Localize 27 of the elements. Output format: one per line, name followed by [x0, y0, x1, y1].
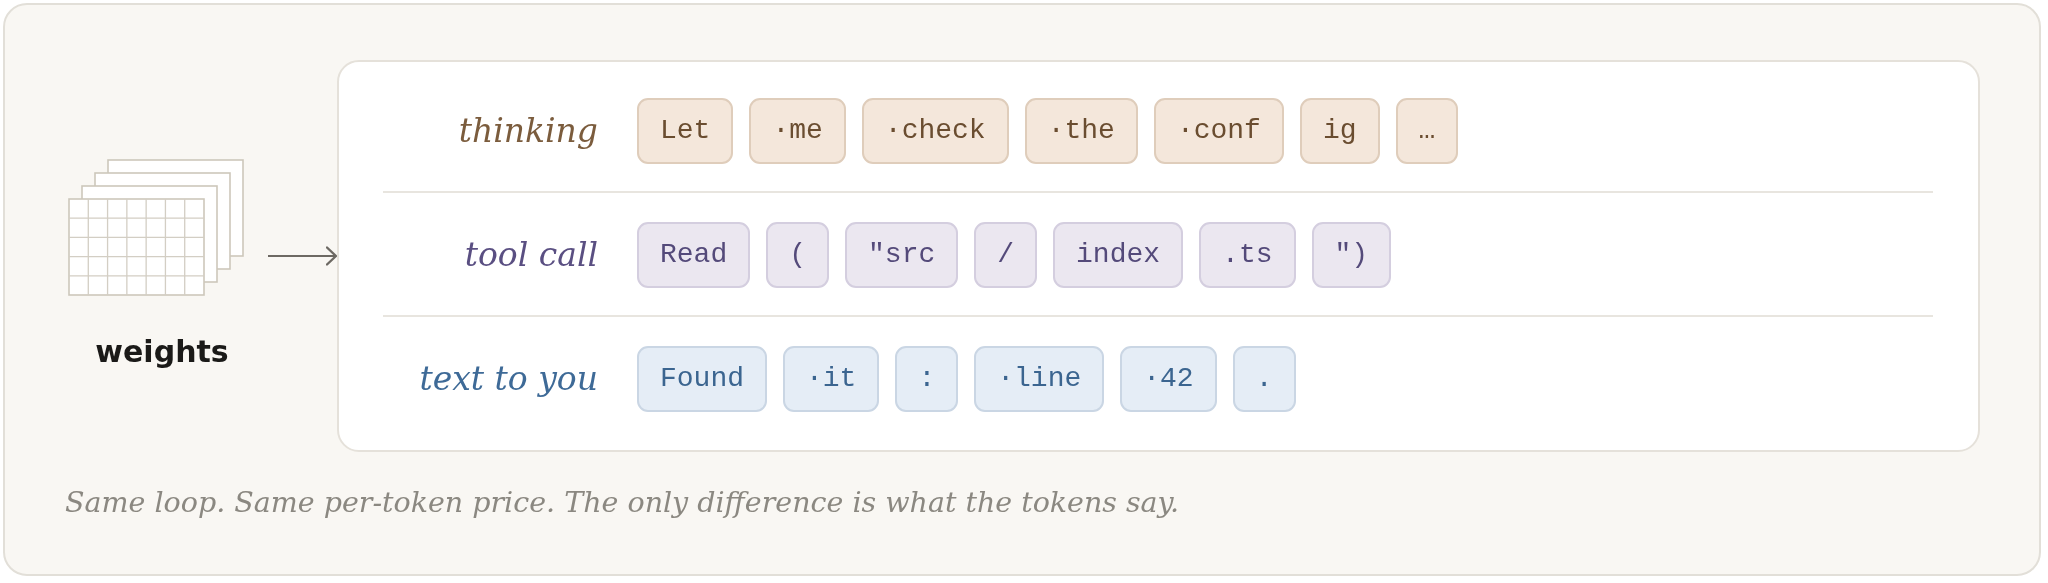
token-chip: . — [1232, 345, 1296, 412]
token-chip: "src — [845, 221, 959, 288]
token-chip: Found — [637, 345, 767, 412]
token-chip: … — [1395, 97, 1459, 164]
token-chip: ·the — [1024, 97, 1138, 164]
token-chip: ·conf — [1153, 97, 1284, 164]
token-chip: ·42 — [1120, 345, 1217, 412]
token-chip: Let — [637, 97, 734, 164]
token-chip: ·me — [749, 97, 846, 164]
token-chip: Read — [637, 221, 751, 288]
token-chip: ") — [1311, 221, 1392, 288]
token-chip: / — [974, 221, 1038, 288]
node-label: weights — [95, 334, 229, 370]
caption-text: Same loop. Same per-token price. The only difference is what the tokens say. — [65, 486, 1179, 520]
token-chip: ( — [766, 221, 830, 288]
arrow — [268, 246, 338, 266]
panel — [337, 60, 1980, 452]
token-chip: ig — [1299, 97, 1380, 164]
row-label: tool call — [464, 234, 598, 275]
row-label: text to you — [419, 358, 598, 399]
token-chip: ·it — [783, 345, 880, 412]
token-chip: : — [895, 345, 959, 412]
row-label: thinking — [458, 110, 598, 151]
token-chip: index — [1053, 221, 1184, 288]
token-chip: ·line — [974, 345, 1105, 412]
token-chip: ·check — [861, 97, 1009, 164]
token-chip: .ts — [1199, 221, 1296, 288]
